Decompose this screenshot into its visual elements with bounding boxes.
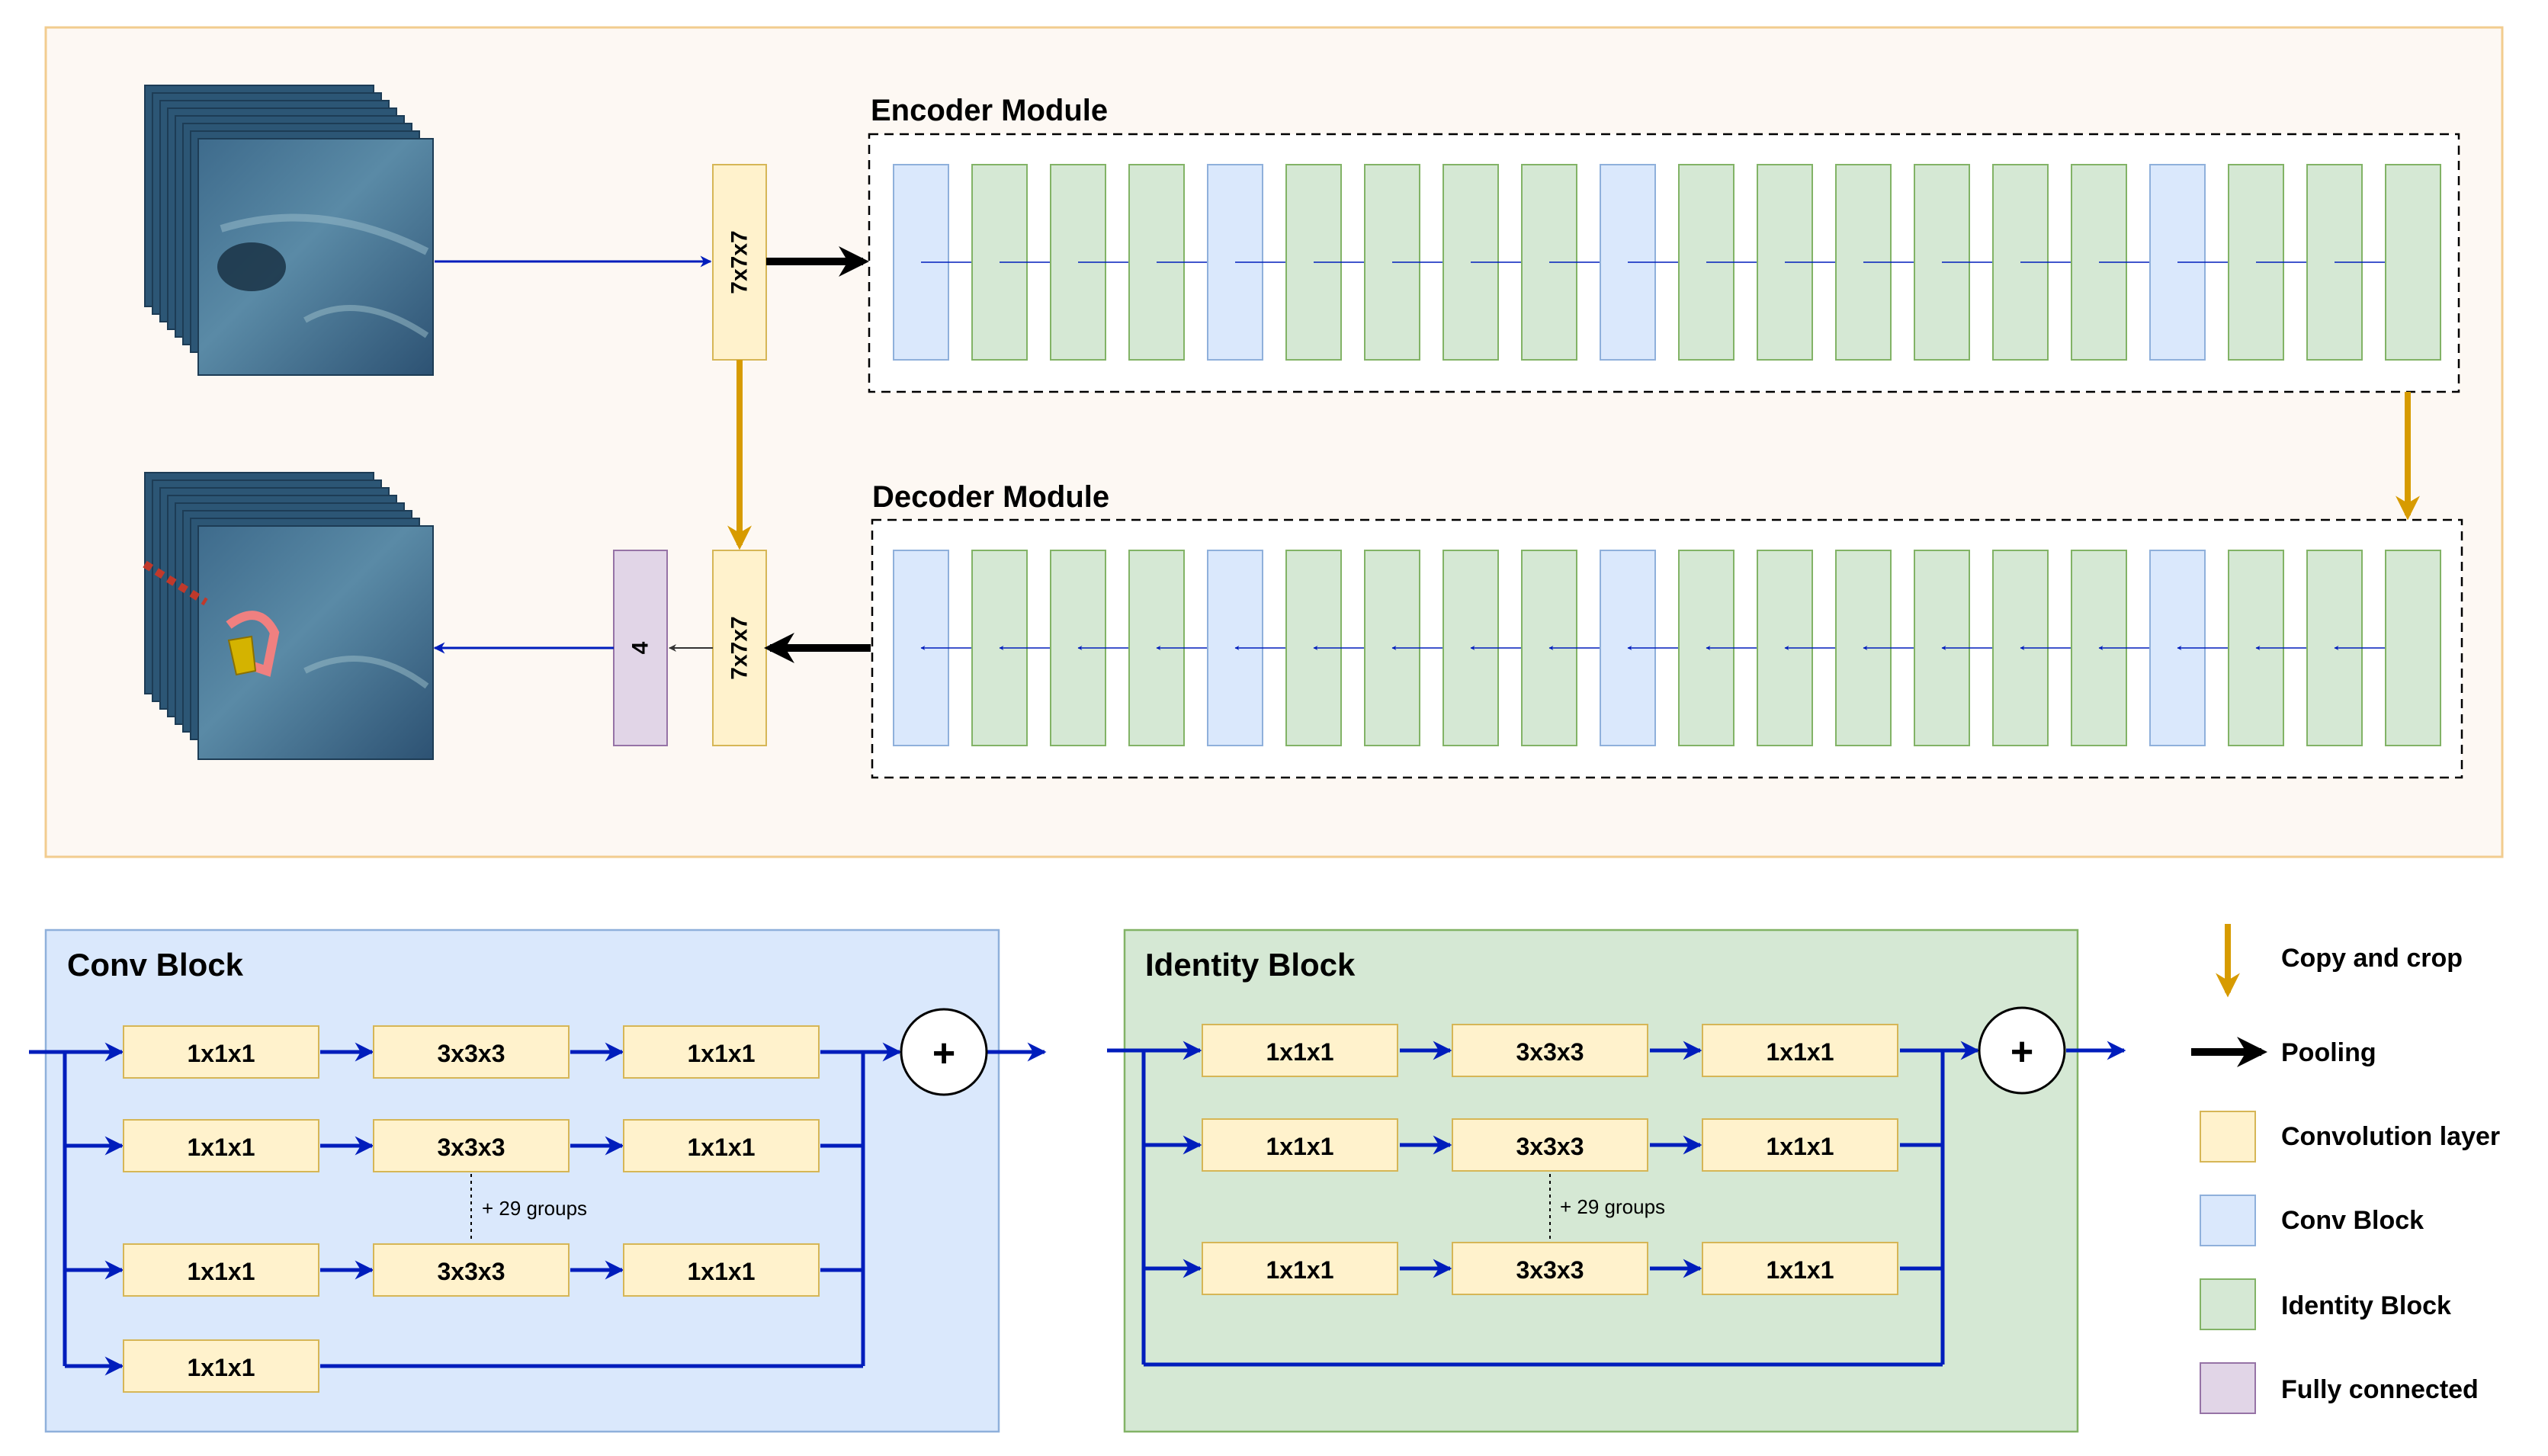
output-segmentation-stack: [143, 472, 434, 760]
conv-groups-note: + 29 groups: [482, 1197, 587, 1220]
conv-block-layers: 1x1x1 3x3x3 1x1x1 1x1x1 3x3x3 1x1x1 1x1x1 3x3x3…: [123, 1025, 820, 1393]
identity-row2-layer3-box: [1702, 1118, 1898, 1172]
conv-row1-layer2-box: [373, 1025, 570, 1079]
identity-row1-layer3-box: [1702, 1024, 1898, 1077]
identity-groups-note: + 29 groups: [1560, 1195, 1665, 1218]
identity-block-layers: 1x1x1 3x3x3 1x1x1 1x1x1 3x3x3 1x1x1 1x1x1 3x3x3…: [1202, 1024, 1898, 1295]
identity-block-panel: [1123, 928, 2079, 1433]
conv-row3-layer3-box: [623, 1243, 820, 1297]
conv-row2-layer3-label: 1x1x1: [688, 1134, 756, 1161]
conv-row1-layer3-label: 1x1x1: [688, 1040, 756, 1067]
decoder-identity-block-20: [2385, 550, 2441, 746]
conv-row2-layer1-box: [123, 1119, 319, 1172]
encoder-module-box: [868, 133, 2460, 393]
identity-row2-layer1-label: 1x1x1: [1266, 1133, 1334, 1160]
output-conv-layer: [712, 550, 767, 746]
identity-sum-symbol: +: [2010, 1030, 2033, 1074]
identity-row2-layer2-label: 3x3x3: [1516, 1133, 1584, 1160]
identity-row3-layer2-box: [1452, 1242, 1648, 1295]
decoder-blocks: [893, 550, 2441, 746]
legend-convolution-label: Convolution layer: [2281, 1122, 2500, 1151]
identity-row2-layer3-label: 1x1x1: [1767, 1133, 1834, 1160]
decoder-title: Decoder Module: [872, 480, 1109, 514]
conv-shortcut-box: [123, 1339, 319, 1393]
legend-conv-block-label: Conv Block: [2281, 1206, 2424, 1235]
encoder-identity-block-14: [1914, 164, 1970, 361]
conv-row2-layer2-label: 3x3x3: [438, 1134, 505, 1161]
legend-identity-swatch: [2200, 1278, 2256, 1330]
identity-row1-layer1-label: 1x1x1: [1266, 1038, 1334, 1066]
conv-row3-layer1-box: [123, 1243, 319, 1297]
input-volume-stack: [144, 85, 434, 376]
input-conv-layer: [712, 164, 767, 361]
conv-row1-layer2-label: 3x3x3: [438, 1040, 505, 1067]
conv-row3-layer3-label: 1x1x1: [688, 1258, 756, 1285]
conv-row3-layer1-label: 1x1x1: [188, 1258, 255, 1285]
conv-row2-layer3-box: [623, 1119, 820, 1172]
legend-identity-label: Identity Block: [2281, 1291, 2451, 1320]
conv-row3-layer2-label: 3x3x3: [438, 1258, 505, 1285]
encoder-title: Encoder Module: [871, 94, 1108, 127]
legend: Copy and crop Pooling Convolution layer …: [2191, 924, 2500, 1414]
legend-fc-swatch: [2200, 1362, 2256, 1414]
output-conv-label: 7x7x7: [727, 616, 753, 679]
legend-pooling-label: Pooling: [2281, 1038, 2376, 1067]
conv-shortcut-label: 1x1x1: [188, 1354, 255, 1381]
identity-row2-layer2-box: [1452, 1118, 1648, 1172]
conv-row1-layer1-box: [123, 1025, 319, 1079]
identity-row2-layer1-box: [1202, 1118, 1398, 1172]
decoder-module-box: [871, 518, 2463, 779]
legend-convolution-swatch: [2200, 1111, 2256, 1163]
input-conv-label: 7x7x7: [727, 230, 753, 293]
identity-row3-layer3-label: 1x1x1: [1767, 1256, 1834, 1284]
identity-row1-layer1-box: [1202, 1024, 1398, 1077]
conv-sum-symbol: +: [932, 1031, 955, 1076]
conv-row2-layer2-box: [373, 1119, 570, 1172]
identity-row1-layer3-label: 1x1x1: [1767, 1038, 1834, 1066]
conv-row1-layer3-box: [623, 1025, 820, 1079]
conv-block-wiring: [29, 1042, 1047, 1376]
conv-row2-layer1-label: 1x1x1: [188, 1134, 255, 1161]
conv-block-title: Conv Block: [67, 947, 244, 983]
identity-row3-layer1-label: 1x1x1: [1266, 1256, 1334, 1284]
conv-row3-layer2-box: [373, 1243, 570, 1297]
identity-row1-layer2-label: 3x3x3: [1516, 1038, 1584, 1066]
identity-sum-node: [1978, 1006, 2066, 1095]
encoder-identity-block-20: [2385, 164, 2441, 361]
conv-row1-layer1-label: 1x1x1: [188, 1040, 255, 1067]
legend-copy-crop-label: Copy and crop: [2281, 944, 2463, 973]
legend-conv-block-swatch: [2200, 1195, 2256, 1246]
identity-row3-layer3-box: [1702, 1242, 1898, 1295]
identity-block-title: Identity Block: [1145, 947, 1356, 983]
identity-block-wiring: [1107, 1041, 2126, 1367]
legend-fc-label: Fully connected: [2281, 1375, 2479, 1404]
conv-sum-node: [900, 1008, 988, 1096]
identity-row1-layer2-box: [1452, 1024, 1648, 1077]
fc-label: 4: [628, 641, 653, 654]
identity-row3-layer2-label: 3x3x3: [1516, 1256, 1584, 1284]
identity-row3-layer1-box: [1202, 1242, 1398, 1295]
encoder-blocks: [893, 164, 2441, 361]
